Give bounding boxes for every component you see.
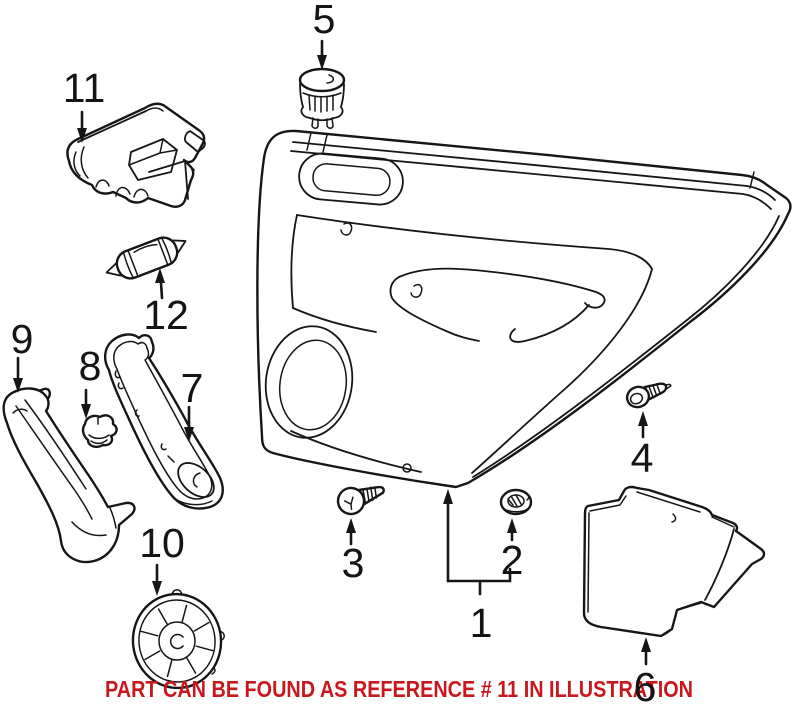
part-9-pull-handle [2, 387, 136, 564]
callout-arrow-3 [346, 518, 356, 546]
callout-label-7: 7 [181, 365, 204, 411]
part-8-clip [81, 414, 118, 448]
part-2-grommet [499, 488, 533, 516]
part-5-retainer-clip [298, 67, 346, 129]
callout-label-3: 3 [342, 540, 365, 586]
panel-pull-cup [298, 152, 404, 206]
callout-label-10: 10 [139, 520, 185, 566]
callout-label-6: 6 [634, 664, 657, 704]
part-4-screw [625, 382, 672, 409]
callout-arrow-9 [13, 356, 23, 393]
part-6-lower-trim-panel [582, 485, 766, 638]
callout-arrow-10 [152, 563, 162, 596]
part-7-armrest-bracket [104, 333, 224, 510]
panel-speaker-recess [264, 325, 354, 439]
part-3-screw [336, 485, 385, 516]
part-10-speaker [131, 589, 225, 690]
callout-bracket-1 [443, 489, 512, 596]
callout-arrow-5 [317, 39, 327, 70]
callout-arrows [13, 39, 651, 666]
callout-label-1: 1 [470, 600, 493, 646]
callout-label-2: 2 [501, 537, 524, 583]
callout-arrow-11 [77, 110, 87, 143]
callout-label-4: 4 [631, 435, 654, 481]
callout-arrow-2 [507, 518, 517, 542]
callout-label-12: 12 [143, 292, 189, 338]
callout-arrow-12 [155, 268, 165, 300]
reference-caption: PART CAN BE FOUND AS REFERENCE # 11 IN I… [105, 676, 693, 702]
callout-arrow-4 [638, 411, 648, 439]
callout-label-11: 11 [63, 65, 106, 111]
callout-label-9: 9 [11, 316, 34, 362]
part-12-festoon-bulb [105, 236, 187, 280]
callout-arrow-7 [184, 405, 194, 442]
part-1-door-trim-panel [256, 129, 792, 489]
callout-label-5: 5 [313, 0, 336, 42]
part-11-lamp-housing [66, 102, 206, 208]
callout-label-8: 8 [79, 343, 102, 389]
callout-arrow-8 [81, 388, 91, 419]
callout-arrow-6 [641, 637, 651, 666]
